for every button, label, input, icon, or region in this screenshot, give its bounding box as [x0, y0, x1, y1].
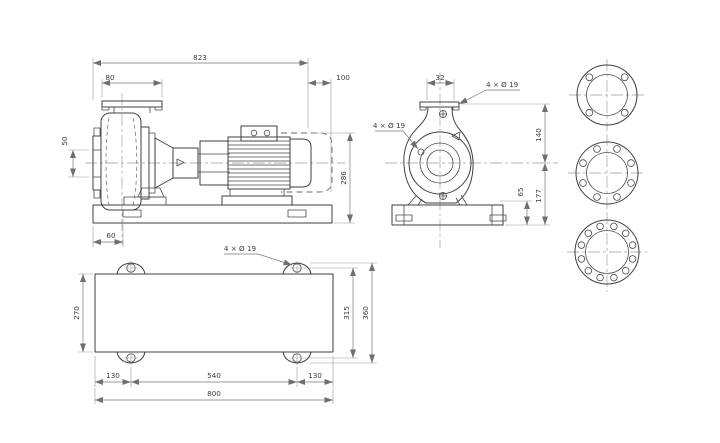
vent-plug	[439, 110, 447, 118]
volute-casing-end	[403, 106, 474, 206]
flange-view-4-hole	[569, 59, 645, 131]
motor-stool	[221, 195, 293, 206]
side-view-dimensions: 823 80 100 286 50 60	[60, 53, 355, 247]
anchor-slot-end-left	[395, 214, 413, 222]
mounting-lugs	[116, 261, 312, 365]
callout-discharge-leader	[458, 89, 520, 105]
motor-feet	[229, 188, 285, 197]
dim-center-to-flange: 140	[534, 128, 543, 142]
cable-gland-left	[250, 129, 258, 137]
fan-cover	[289, 138, 312, 188]
plan-view-dimensions: 4 × Ø 19 270 315 360 130 540 130 800	[72, 244, 377, 404]
end-view: 32 4 × Ø 19 4 × Ø 19 140 177 65	[373, 72, 558, 248]
anchor-slot-right	[287, 209, 307, 218]
callout-discharge-holes: 4 × Ø 19	[486, 80, 519, 89]
callout-baseplate-holes: 4 × Ø 19	[224, 244, 257, 253]
dim-hole-span-length: 540	[207, 371, 221, 380]
casing-feet	[407, 194, 468, 206]
dim-lug-inset-left: 130	[106, 371, 120, 380]
dim-center-to-base: 177	[534, 189, 543, 203]
flange-views	[567, 59, 647, 292]
anchor-slot-end-right	[489, 214, 507, 222]
flange-view-8-hole	[568, 134, 646, 212]
end-view-dimensions: 32 4 × Ø 19 4 × Ø 19 140 177 65	[373, 73, 550, 226]
suction-raised-face	[419, 142, 461, 184]
terminal-box	[240, 125, 278, 142]
callout-suction-leader	[375, 130, 419, 150]
discharge-flange-end	[419, 101, 460, 111]
anchor-slot-left	[122, 209, 142, 218]
side-view: 823 80 100 286 50 60	[60, 53, 355, 247]
discharge-flange-side	[101, 100, 163, 113]
rotation-arrow-end	[451, 131, 461, 141]
pump-foot-pad	[123, 196, 167, 206]
suction-bore	[426, 149, 454, 177]
dim-motor-extra: 100	[336, 73, 350, 82]
callout-baseplate-leader	[224, 253, 293, 266]
dim-pump-height: 286	[339, 171, 348, 185]
drain-plug	[439, 192, 447, 200]
baseplate-side	[92, 204, 333, 224]
dim-overall-width: 360	[361, 306, 370, 320]
callout-suction-holes: 4 × Ø 19	[373, 121, 406, 130]
bearing-bracket	[123, 126, 230, 206]
flange-view-12-hole	[567, 212, 647, 292]
dim-total-length: 823	[193, 53, 207, 62]
lug-hole-symbols	[124, 261, 304, 365]
motor-side	[199, 125, 333, 206]
cable-gland-right	[263, 129, 271, 137]
dim-plate-width: 270	[72, 306, 81, 320]
alternative-motor-outline	[281, 132, 333, 193]
baseplate-plan-outline	[94, 273, 334, 353]
dim-foot-height: 65	[516, 187, 525, 196]
dim-lug-inset-right: 130	[308, 371, 322, 380]
dim-discharge-flange: 32	[435, 73, 444, 82]
dim-plate-length: 800	[207, 389, 221, 398]
rotation-arrow-side	[176, 158, 185, 167]
suction-bolt-hole	[417, 148, 425, 156]
volute-casing-side	[100, 112, 142, 211]
plan-view: 4 × Ø 19 270 315 360 130 540 130 800	[72, 244, 377, 404]
dim-flange-width: 80	[105, 73, 115, 82]
dim-lug-offset: 60	[106, 231, 116, 240]
dim-hole-span-width: 315	[342, 306, 351, 320]
baseplate-end	[391, 204, 507, 226]
dim-branch-offset: 50	[60, 136, 69, 146]
